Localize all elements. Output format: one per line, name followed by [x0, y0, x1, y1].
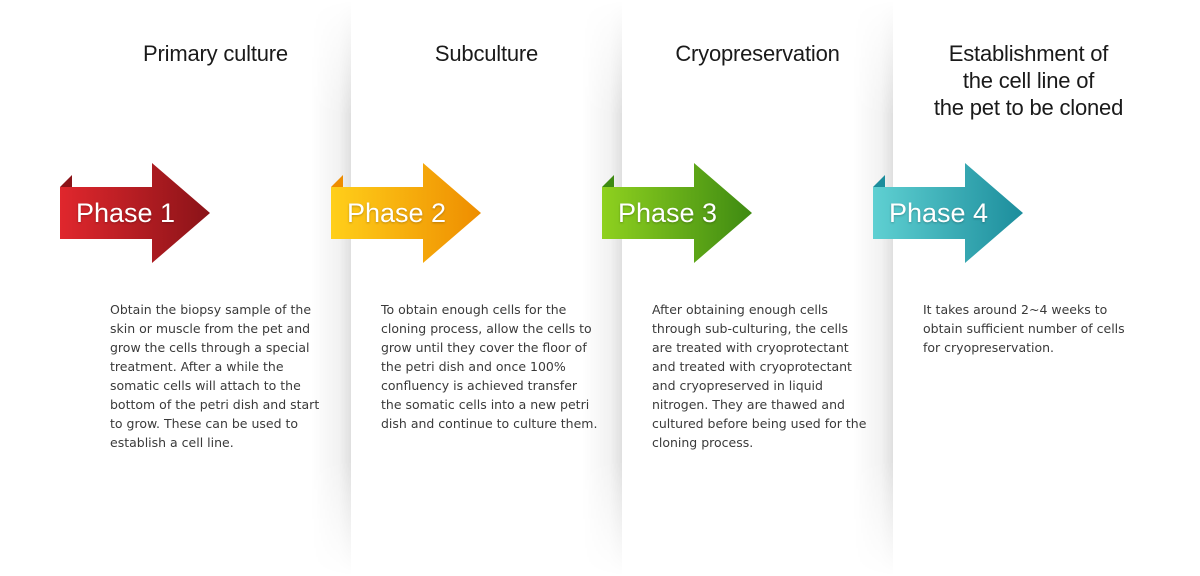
phase-4-title: Establishment of the cell line of the pe… — [893, 40, 1164, 121]
phase-2-panel — [351, 0, 622, 576]
phase-3-description: After obtaining enough cells through sub… — [652, 302, 867, 450]
phase-3-title-line: Cryopreservation — [675, 41, 840, 66]
phase-2-description: To obtain enough cells for the cloning p… — [381, 302, 598, 431]
phase-1-title-line: Primary culture — [143, 41, 288, 66]
phase-4-arrow-shape — [873, 163, 1023, 263]
phase-1-arrow: Phase 1 — [60, 163, 220, 263]
phase-1-description: Obtain the biopsy sample of the skin or … — [110, 302, 320, 450]
phase-2-title: Subculture — [351, 40, 622, 67]
phase-3-title: Cryopreservation — [622, 40, 893, 67]
phase-2-arrow: Phase 2 — [331, 163, 491, 263]
phase-1-label: Phase 1 — [76, 198, 176, 228]
phase-3-panel-shadow — [853, 0, 893, 576]
phase-4-panel — [893, 0, 1164, 576]
phase-4-arrow-body — [873, 163, 1023, 263]
phase-2-title-line: Subculture — [434, 41, 539, 66]
phase-4-arrow-fold — [873, 175, 885, 187]
phase-4-title-line-1: Establishment of — [948, 41, 1109, 66]
phase-1-panel-shadow — [311, 0, 351, 576]
phase-2-panel-shadow — [582, 0, 622, 576]
phase-3-arrow-shape — [602, 163, 752, 263]
phase-3-arrow: Phase 3 — [602, 163, 762, 263]
phase-1-arrow-fold — [60, 175, 72, 187]
phase-2-arrow-fold — [331, 175, 343, 187]
phase-4-title-line-3: the pet to be cloned — [933, 95, 1124, 120]
phase-3-panel — [622, 0, 893, 576]
phase-1-panel — [80, 0, 351, 576]
phase-2-label: Phase 2 — [347, 198, 447, 228]
phase-4-arrow: Phase 4 — [873, 163, 1033, 263]
phase-1-arrow-shape — [60, 163, 210, 263]
phase-4-label: Phase 4 — [889, 198, 989, 228]
phase-2-arrow-shape — [331, 163, 481, 263]
phase-3-label: Phase 3 — [618, 198, 718, 228]
phase-1-arrow-body — [60, 163, 210, 263]
phase-1-title: Primary culture — [80, 40, 351, 67]
phase-4-description: It takes around 2~4 weeks to obtain suff… — [923, 302, 1125, 355]
phase-3-arrow-body — [602, 163, 752, 263]
phase-2-arrow-body — [331, 163, 481, 263]
phase-4-title-line-2: the cell line of — [962, 68, 1095, 93]
phase-3-arrow-fold — [602, 175, 614, 187]
